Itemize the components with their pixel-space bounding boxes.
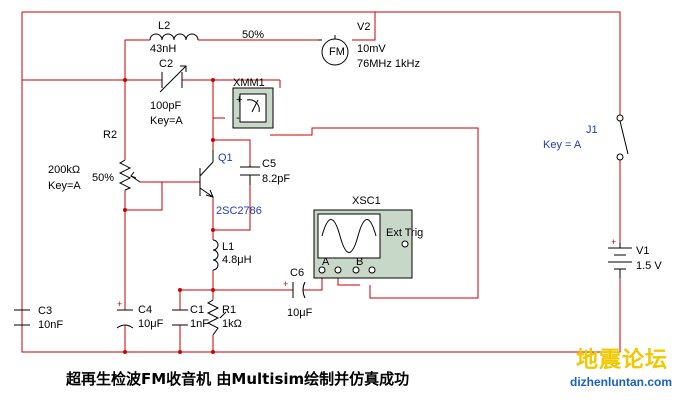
label-c2-key: Key=A	[150, 115, 183, 127]
svg-text:+: +	[283, 279, 288, 289]
label-l1-value: 4.8μH	[222, 254, 252, 266]
label-c5-value: 8.2pF	[262, 173, 290, 185]
components	[14, 33, 632, 336]
capacitor-c4	[116, 309, 134, 329]
component-labels: L2 43nH 50% V2 10mV 76MHz 1kHz FM C2 100…	[38, 20, 662, 331]
label-ext-trig: Ext Trig	[386, 227, 423, 239]
battery-v1	[608, 243, 632, 278]
wires	[21, 11, 621, 353]
capacitor-c3	[14, 309, 30, 326]
label-port-b: B	[356, 256, 363, 268]
label-r2-key: Key=A	[48, 180, 81, 192]
label-c3-value: 10nF	[38, 319, 63, 331]
label-fm-glyph: FM	[329, 46, 345, 58]
svg-text:+: +	[117, 299, 122, 309]
label-v2-name: V2	[357, 21, 370, 33]
label-xsc1: XSC1	[352, 195, 381, 207]
switch-j1	[616, 114, 629, 161]
capacitor-c1	[172, 309, 188, 326]
label-c6-value: 10μF	[287, 307, 313, 319]
svg-text:+: +	[236, 94, 242, 106]
inductor-l1	[212, 239, 219, 271]
label-c4-value: 10μF	[138, 318, 164, 330]
label-l1-name: L1	[222, 241, 234, 253]
label-v2-freq: 76MHz 1kHz	[357, 58, 420, 70]
svg-text:+: +	[611, 237, 616, 247]
label-v1-value: 1.5 V	[636, 260, 662, 272]
capacitor-c6	[292, 281, 306, 299]
label-c2-value: 100pF	[150, 100, 181, 112]
transistor-q1	[199, 150, 214, 198]
label-port-a: A	[322, 256, 330, 268]
polarity-marks: + + +	[117, 237, 616, 309]
resistor-r1	[206, 299, 227, 336]
capacitor-c5	[240, 165, 260, 185]
label-r2-name: R2	[103, 129, 117, 141]
label-r2-value: 200kΩ	[48, 164, 80, 176]
label-j1-key: Key = A	[543, 139, 582, 151]
label-r2-pct: 50%	[92, 172, 114, 184]
junctions	[123, 78, 215, 354]
label-pct-top: 50%	[242, 29, 264, 41]
label-c3-name: C3	[38, 305, 52, 317]
watermark-logo: 地震论坛	[576, 347, 669, 373]
caption-title: 超再生检波FM收音机 由Multisim绘制并仿真成功	[66, 370, 410, 388]
inductor-l2	[149, 33, 199, 41]
oscilloscope-xsc1[interactable]	[313, 209, 413, 279]
label-c6-name: C6	[290, 267, 304, 279]
label-j1-name: J1	[586, 124, 598, 136]
label-r1-name: R1	[222, 304, 236, 316]
label-l2-value: 43nH	[150, 43, 176, 55]
label-v2-value: 10mV	[357, 43, 386, 55]
label-c5-name: C5	[262, 158, 276, 170]
label-l2-name: L2	[158, 20, 170, 32]
label-r1-value: 1kΩ	[222, 318, 242, 330]
label-v1-name: V1	[636, 245, 649, 257]
watermark-url: dizhenluntan.com	[570, 375, 672, 389]
label-c1-name: C1	[190, 304, 204, 316]
label-q1-name: Q1	[218, 152, 233, 164]
multimeter-xmm1[interactable]: + -	[232, 87, 274, 129]
label-q1-model: 2SC2786	[216, 205, 262, 217]
svg-text:-: -	[236, 112, 240, 124]
variable-capacitor-c2	[159, 65, 187, 93]
label-c1-value: 1nF	[190, 318, 209, 330]
label-xmm1: XMM1	[233, 77, 265, 89]
potentiometer-r2	[118, 159, 141, 191]
label-c4-name: C4	[138, 304, 152, 316]
label-c2-name: C2	[159, 58, 173, 70]
